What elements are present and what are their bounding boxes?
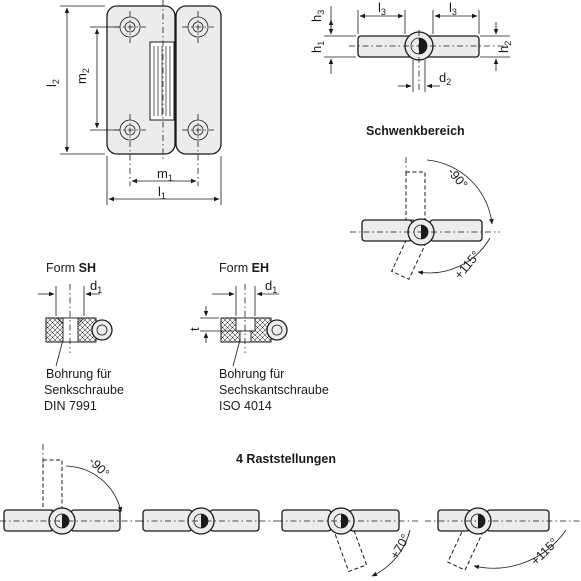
knuckle-ribs	[153, 46, 171, 116]
swing-angle-down: +115°	[452, 248, 483, 282]
label-d1-sh: d1	[90, 278, 102, 295]
front-view	[60, 0, 222, 205]
label-l1: l1	[158, 184, 166, 201]
detent-title: 4 Raststellungen	[236, 452, 336, 466]
detent-angle-minus90: -90°	[86, 454, 112, 480]
detent-angle-plus70: +70°	[387, 532, 412, 562]
label-h1: h1	[309, 41, 326, 53]
label-l3-right: l3	[449, 0, 457, 17]
form-sh-section	[38, 284, 113, 367]
detent-1-ghost	[42, 459, 63, 511]
form-sh-caption-3: DIN 7991	[44, 399, 97, 413]
label-h2: h2	[496, 41, 513, 53]
label-l3-left: l3	[378, 0, 386, 17]
swing-title: Schwenkbereich	[366, 124, 465, 138]
side-view	[324, 6, 510, 92]
label-m2: m2	[74, 68, 91, 84]
right-leaf	[175, 5, 222, 155]
dimension-labels: l2 m2 m1 l1 h3 h1 l3 l3 h2 d2 d1 d1 t	[44, 0, 513, 331]
label-l2: l2	[44, 79, 61, 87]
swing-ghost-up	[405, 171, 426, 221]
form-eh-caption-1: Bohrung für	[219, 367, 284, 381]
detent-angle-plus115: +115°	[528, 535, 561, 568]
form-labels: Form SH Bohrung für Senkschraube DIN 799…	[44, 261, 329, 413]
detent-4	[425, 507, 581, 571]
detent-positions	[0, 444, 581, 577]
detent-3	[277, 507, 420, 577]
form-eh-title: Form EH	[219, 261, 269, 275]
form-eh-caption-2: Sechskantschraube	[219, 383, 329, 397]
form-sh-caption-1: Bohrung für	[46, 367, 111, 381]
label-t: t	[187, 327, 202, 331]
label-m1: m1	[157, 166, 173, 183]
label-d1-eh: d1	[265, 278, 277, 295]
label-h3: h3	[309, 10, 326, 22]
form-sh-title: Form SH	[46, 261, 96, 275]
swing-angle-up: -90°	[445, 165, 471, 192]
swing-range-view	[350, 157, 500, 280]
label-d2: d2	[439, 70, 451, 87]
form-sh-caption-2: Senkschraube	[44, 383, 124, 397]
detent-2	[138, 507, 277, 535]
form-eh-caption-3: ISO 4014	[219, 399, 272, 413]
detent-1	[0, 444, 138, 535]
form-eh-section	[200, 284, 288, 367]
